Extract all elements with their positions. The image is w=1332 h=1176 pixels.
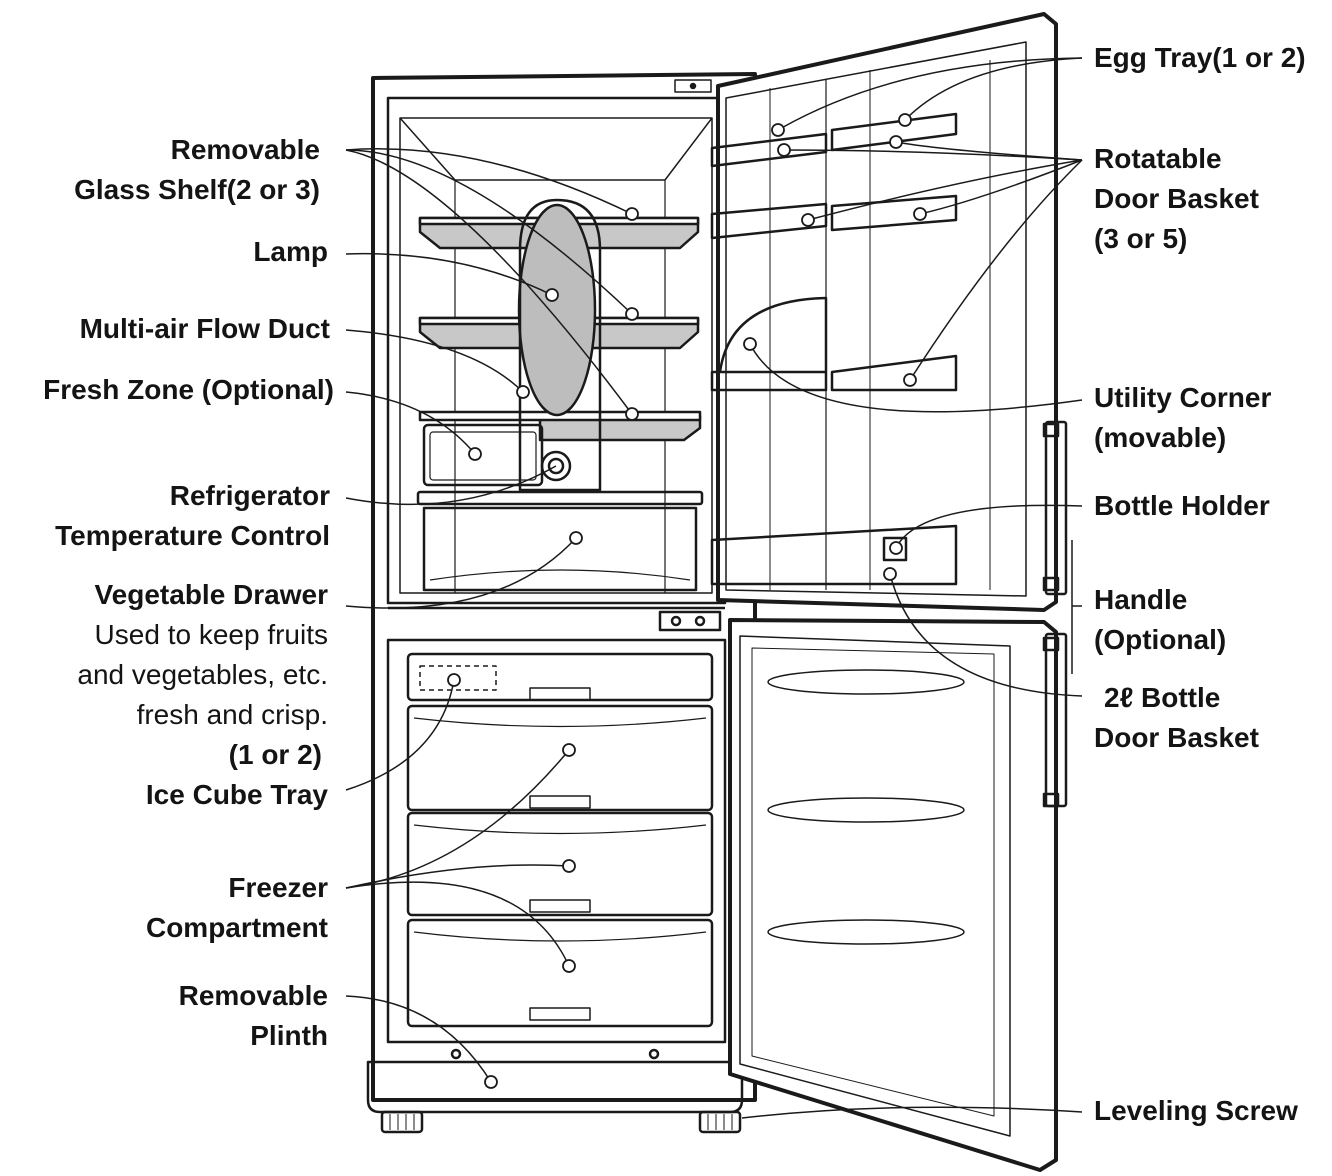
callout-lines xyxy=(345,57,1083,1119)
door-basket-left-upper xyxy=(710,202,828,240)
label-egg-tray: Egg Tray(1 or 2) xyxy=(1094,42,1306,73)
label-bottle-holder: Bottle Holder xyxy=(1094,490,1270,521)
label-freezer-compartment: Freezer Compartment xyxy=(145,872,328,943)
bottle-holder xyxy=(882,536,908,562)
label-refrigerator-temperature-control: Refrigerator Temperature Control xyxy=(55,480,330,551)
door-basket-right-lower xyxy=(830,354,958,392)
vegetable-drawer xyxy=(422,506,698,592)
leveling-screw-right xyxy=(698,1110,742,1134)
bottle-door-basket xyxy=(710,524,958,586)
lamp-cover xyxy=(517,203,597,417)
temperature-control-knob xyxy=(540,450,572,482)
label-removable-plinth: Removable Plinth xyxy=(178,980,328,1051)
label-vegetable-drawer: Vegetable Drawer Used to keep fruits and… xyxy=(77,579,328,770)
label-multi-air-flow-duct: Multi-air Flow Duct xyxy=(79,313,330,344)
fresh-zone-box xyxy=(422,423,544,487)
label-removable-glass-shelf: Removable Glass Shelf(2 or 3) xyxy=(74,134,320,205)
freezer-drawer-3 xyxy=(406,918,714,1028)
freezer-drawer-2 xyxy=(406,811,714,917)
utility-corner xyxy=(710,296,828,392)
label-bottle-door-basket: 2ℓ Bottle Door Basket xyxy=(1094,682,1259,753)
vegetable-drawer-cover xyxy=(416,490,704,506)
handle-upper xyxy=(1044,420,1068,596)
multi-air-flow-duct xyxy=(518,198,602,492)
cabinet-outline xyxy=(371,72,757,1102)
leveling-screw-left xyxy=(380,1110,424,1134)
fridge-door xyxy=(716,12,1058,612)
removable-plinth xyxy=(366,1060,744,1114)
label-utility-corner: Utility Corner (movable) xyxy=(1094,382,1272,453)
freezer-compartment xyxy=(386,638,727,1044)
door-basket-right-upper xyxy=(830,194,958,232)
egg-tray-left xyxy=(710,132,828,168)
label-lamp: Lamp xyxy=(253,236,328,267)
label-ice-cube-tray: Ice Cube Tray xyxy=(145,779,328,810)
label-rotatable-door-basket: Rotatable Door Basket (3 or 5) xyxy=(1094,143,1259,254)
freezer-door xyxy=(728,618,1058,1172)
callout-dots xyxy=(447,113,927,1089)
label-leveling-screw: Leveling Screw xyxy=(1094,1095,1298,1126)
label-handle: Handle (Optional) xyxy=(1094,584,1227,655)
label-fresh-zone: Fresh Zone (Optional) xyxy=(43,374,334,405)
egg-tray-right xyxy=(830,112,958,152)
